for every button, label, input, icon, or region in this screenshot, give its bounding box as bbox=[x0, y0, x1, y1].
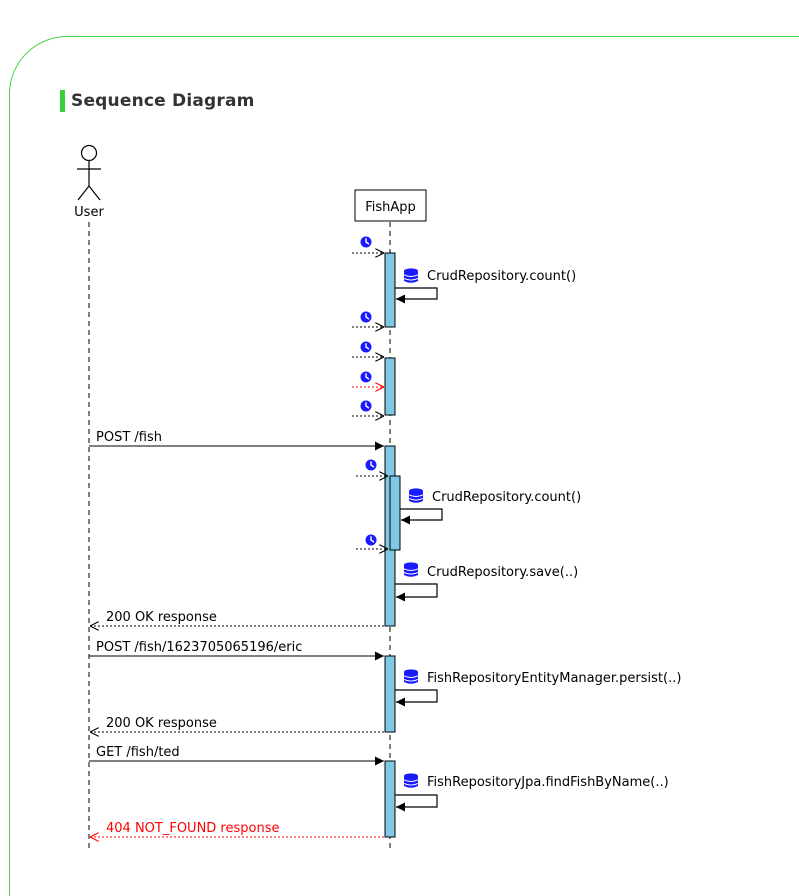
self-call-label: CrudRepository.count() bbox=[427, 269, 576, 284]
activation-bar bbox=[384, 252, 396, 328]
timer-event-error bbox=[352, 370, 384, 388]
message-label: 404 NOT_FOUND response bbox=[106, 821, 279, 836]
self-call-label: CrudRepository.count() bbox=[432, 490, 581, 505]
clock-icon bbox=[359, 370, 373, 384]
message-label: GET /fish/ted bbox=[96, 745, 180, 760]
clock-icon bbox=[359, 310, 373, 324]
timer-event bbox=[352, 310, 384, 328]
participant-fishapp-label: FishApp bbox=[365, 200, 416, 215]
clock-icon bbox=[359, 235, 373, 249]
participant-fishapp: FishApp bbox=[354, 189, 427, 222]
clock-icon bbox=[364, 458, 378, 472]
timer-event bbox=[356, 533, 388, 550]
self-call: CrudRepository.count() bbox=[400, 487, 581, 525]
timer-event bbox=[356, 458, 388, 477]
clock-icon bbox=[359, 340, 373, 354]
timer-event bbox=[352, 399, 384, 417]
message-label: 200 OK response bbox=[106, 716, 217, 731]
message-label: POST /fish bbox=[96, 430, 162, 445]
self-call: CrudRepository.count() bbox=[395, 267, 576, 304]
clock-icon bbox=[359, 399, 373, 413]
actor-head-icon bbox=[80, 144, 98, 162]
self-call-label: FishRepositoryEntityManager.persist(..) bbox=[427, 671, 681, 686]
message-label: POST /fish/1623705065196/eric bbox=[96, 640, 302, 655]
clock-icon bbox=[364, 533, 378, 547]
database-icon bbox=[403, 668, 419, 685]
message-response: 200 OK response bbox=[90, 610, 384, 626]
self-call: CrudRepository.save(..) bbox=[395, 561, 578, 602]
activation-bar bbox=[384, 655, 396, 733]
actor-user: User bbox=[74, 144, 104, 220]
title-accent-bar bbox=[60, 90, 65, 112]
diagram-frame bbox=[9, 36, 799, 896]
message-request: POST /fish bbox=[89, 430, 384, 451]
self-call-label: FishRepositoryJpa.findFishByName(..) bbox=[427, 775, 669, 790]
page-title: Sequence Diagram bbox=[71, 91, 255, 111]
database-icon bbox=[408, 487, 424, 504]
sequence-diagram: User FishApp CrudR bbox=[74, 144, 681, 848]
self-call-label: CrudRepository.save(..) bbox=[427, 565, 578, 580]
participant-user-label: User bbox=[74, 205, 104, 220]
self-call: FishRepositoryEntityManager.persist(..) bbox=[395, 668, 681, 707]
activation-bar bbox=[384, 357, 396, 416]
participant-box bbox=[354, 189, 427, 222]
self-call: FishRepositoryJpa.findFishByName(..) bbox=[395, 772, 669, 812]
database-icon bbox=[403, 772, 419, 789]
database-icon bbox=[403, 561, 419, 578]
message-request: GET /fish/ted bbox=[89, 745, 384, 766]
activation-bar-nested bbox=[389, 475, 401, 551]
database-icon bbox=[403, 267, 419, 284]
timer-event bbox=[352, 340, 384, 358]
message-error-response: 404 NOT_FOUND response bbox=[90, 821, 384, 837]
message-label: 200 OK response bbox=[106, 610, 217, 625]
title-block: Sequence Diagram bbox=[60, 90, 255, 112]
message-response: 200 OK response bbox=[90, 716, 384, 732]
timer-event bbox=[352, 235, 384, 254]
activation-bar bbox=[384, 760, 396, 838]
message-request: POST /fish/1623705065196/eric bbox=[89, 640, 384, 661]
